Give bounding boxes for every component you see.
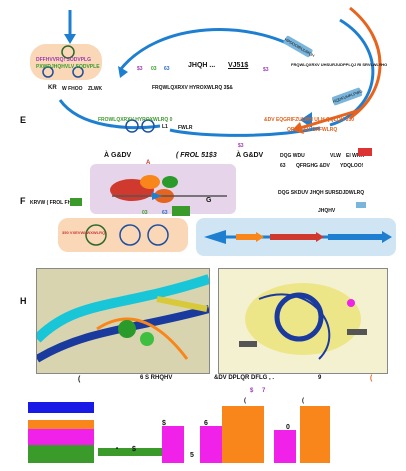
bar-orange-2	[300, 406, 330, 463]
row-h-4: 9	[318, 375, 322, 381]
d3: El WRK	[346, 153, 365, 159]
label-ap: $3	[137, 66, 143, 72]
lbl-dollar: $	[132, 446, 136, 453]
row-h-2: 6 S RHQHV	[140, 375, 173, 381]
lbl-paren-2: (	[302, 398, 304, 404]
label-mid-seq: FRQWLQXRXV HYROXWLRQ 3$&	[152, 85, 233, 91]
small-blue-box	[356, 202, 366, 208]
structure-image-left	[36, 268, 210, 374]
stack-green	[28, 445, 94, 463]
lbl-s7: 7	[262, 388, 266, 394]
label-sp: 63	[164, 66, 170, 72]
lbl-s5: 5	[190, 452, 194, 459]
krvw-text: KRVW ( FROL FHOO	[30, 200, 79, 206]
lbl-dot: •	[116, 446, 119, 452]
dqg-text: DQG SKDUV JHQH SURSDJDWLRQ	[278, 190, 365, 196]
row-h-1: (	[78, 376, 81, 383]
row-h-5: (	[370, 375, 373, 382]
label-tr-seq: FRQWLQXRXV UHSURJUDPPLQJ RI SRVLWLYHO	[291, 62, 388, 67]
d4: 63	[280, 163, 286, 169]
stack-blue	[28, 402, 94, 413]
label-l1: L1	[162, 124, 168, 130]
stack-orange	[28, 420, 94, 429]
g-label: G	[206, 197, 212, 204]
lbl-s6: 6	[204, 420, 208, 427]
bar-orange-1	[222, 406, 264, 463]
panel-label-h: H	[20, 296, 27, 306]
lbl-s5a: $	[250, 388, 254, 394]
structure-image-right	[218, 268, 388, 374]
cycle-arrows	[42, 6, 382, 137]
lbl-paren: (	[244, 398, 246, 404]
jhqhv-label: JHQHV	[318, 208, 336, 214]
label-vj51: VJ51$	[228, 62, 249, 69]
label-whod: W FHOO	[62, 86, 83, 92]
peach-region	[30, 44, 102, 80]
mp-label-3: 03	[142, 210, 148, 216]
label-mp: 03	[151, 66, 157, 72]
label-right-seq2: QR S,, SU GXFWLRQ	[287, 127, 338, 133]
bottom-chart: $ 7 ( $ 6 5 • $ 0 (	[0, 384, 406, 471]
lbl-d1: $	[162, 420, 166, 427]
seq-line-2: PXWDJHQHVLV SODVPLE	[36, 64, 100, 70]
d1: DQG WDU	[280, 153, 305, 159]
panel-label-f: F	[20, 196, 26, 206]
green-block	[70, 198, 82, 206]
red-block	[358, 148, 372, 156]
d6: YDQLOO!	[340, 163, 364, 169]
row-h-3: &DV DPLQR DFLG , .	[214, 375, 274, 381]
middle-diagram: À G&DV ( FROL 51$3 $3 À G&DV DQG WDU VLW…	[0, 140, 406, 260]
d5: QFRGHG &DV	[296, 163, 330, 169]
label-right-seq: &DV EQGRIFZULWH ULH QQLQH 350	[264, 117, 355, 123]
rnap-complex-icon	[110, 175, 227, 203]
bar-magenta-2	[200, 426, 222, 463]
a-label: A	[146, 160, 151, 166]
ecoli-rnap: ( FROL 51$3	[176, 152, 217, 159]
panel-label-e: E	[20, 115, 27, 125]
label-jhqh: JHQH ...	[188, 62, 216, 69]
stack-magenta	[28, 429, 94, 445]
gene-arrows	[204, 230, 392, 244]
sp-label-3: 63	[162, 210, 168, 216]
label-frqwl: FROWLQXRXV HYROXWLRQ 0	[98, 117, 173, 123]
label-fwlr: FWLR	[178, 125, 193, 131]
bar-green-low	[98, 448, 162, 456]
bar-magenta-3	[274, 430, 296, 463]
pace-text: 350 VXEVWLWXWLRQ	[62, 230, 106, 235]
d2: VLW	[330, 153, 341, 159]
ap-label-2: $3	[238, 143, 244, 149]
label-kr: KR	[48, 85, 57, 91]
lbl-zero: 0	[286, 424, 290, 431]
green-sq-2	[172, 206, 190, 216]
bar-magenta-1	[162, 426, 184, 463]
label-zlwk: ZLWK	[88, 86, 103, 92]
top-diagram: DFFHVVRQ! SODVPLG PXWDJHQHVLV SODVPLE $3…	[0, 0, 406, 140]
peach-region-2	[58, 218, 188, 252]
g-das-2: À G&DV	[236, 152, 264, 159]
label-ap2: $3	[263, 67, 269, 73]
g-das-1: À G&DV	[104, 152, 132, 159]
plasmid-circles	[85, 224, 169, 246]
seq-line-1: DFFHVVRQ! SODVPLG	[36, 57, 92, 63]
